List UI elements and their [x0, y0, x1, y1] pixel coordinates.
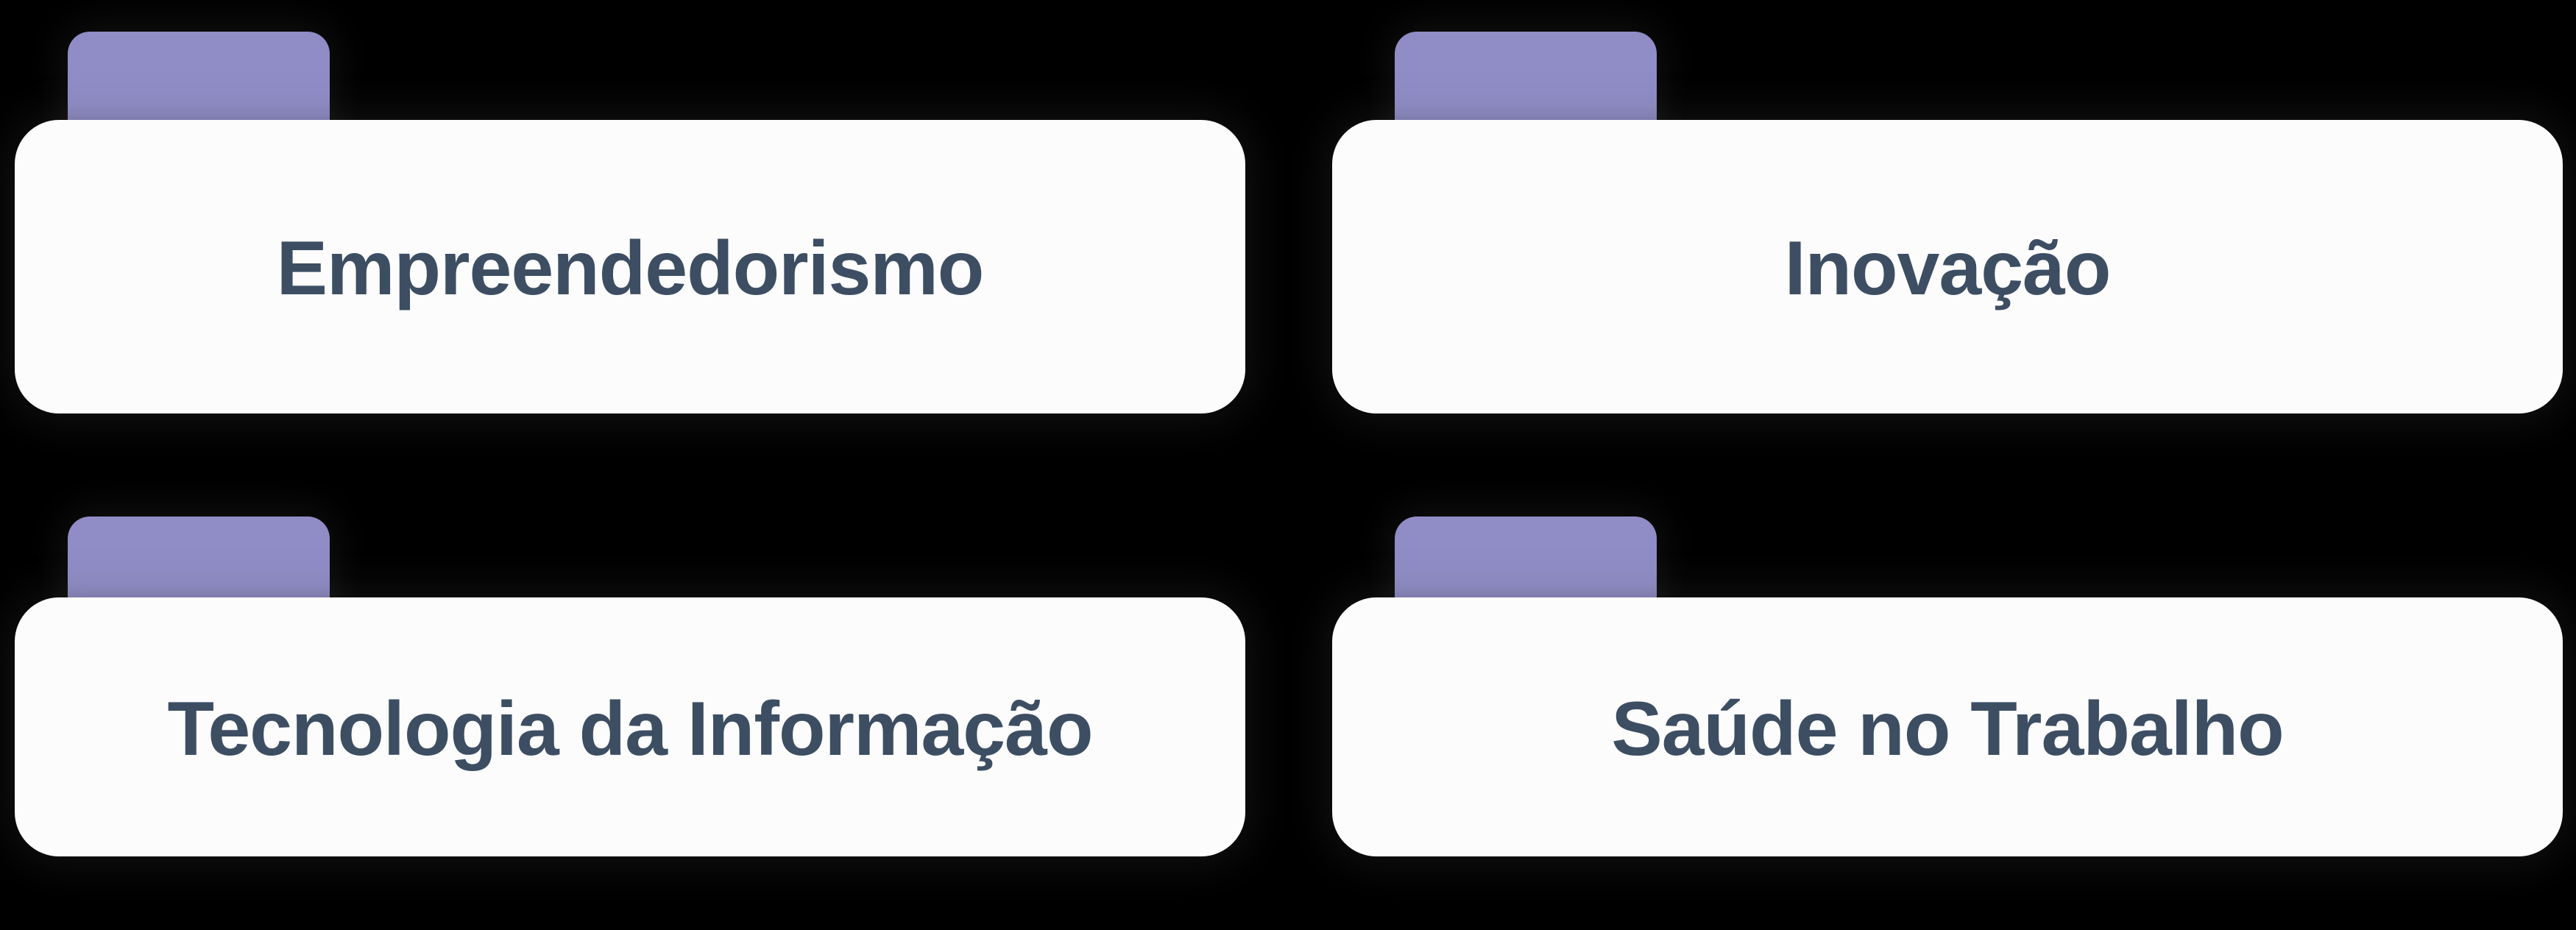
folder-panel: Saúde no Trabalho	[1332, 597, 2563, 856]
category-label: Saúde no Trabalho	[1611, 686, 2284, 772]
folder-panel: Tecnologia da Informação	[15, 597, 1245, 856]
folder-panel: Inovação	[1332, 120, 2563, 413]
folder-panel: Empreendedorismo	[15, 120, 1245, 413]
category-label: Empreendedorismo	[276, 226, 985, 311]
category-label: Tecnologia da Informação	[167, 686, 1094, 772]
category-label: Inovação	[1784, 226, 2112, 311]
